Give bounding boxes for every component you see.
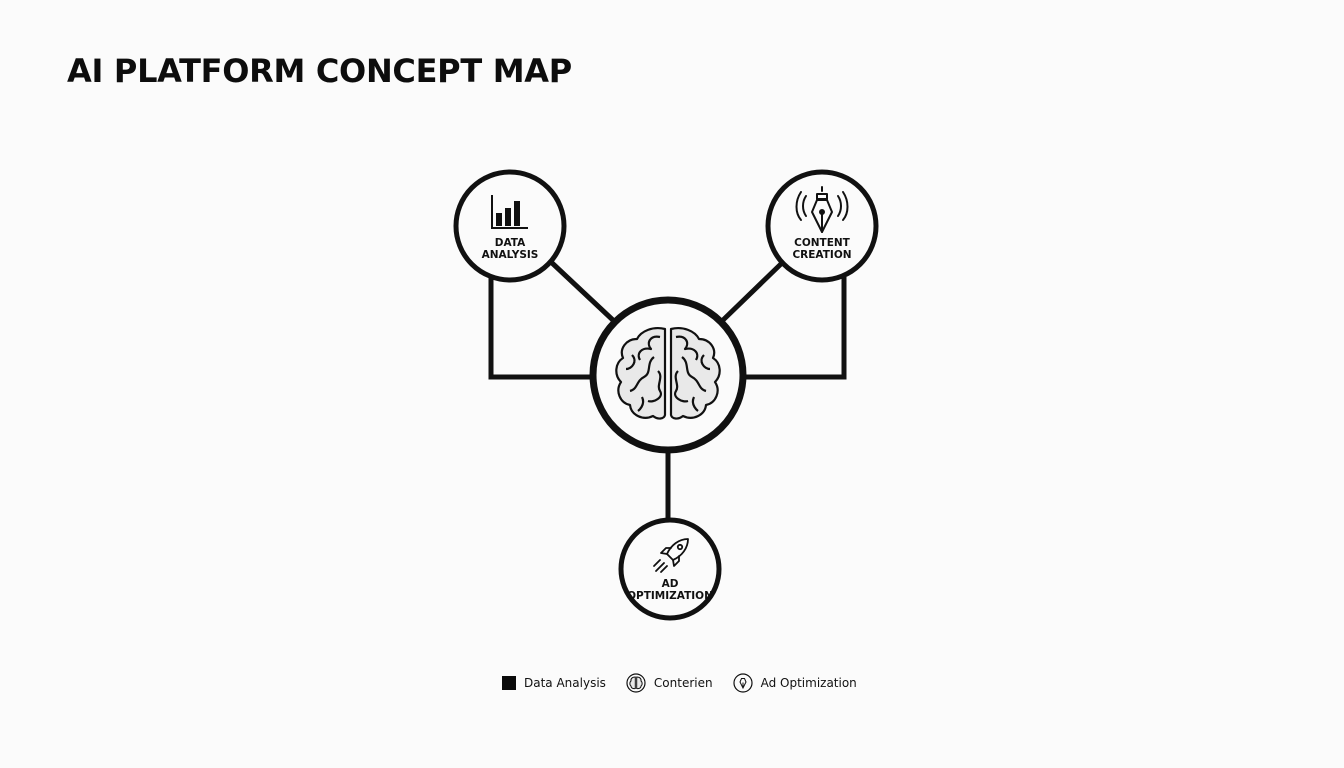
connector-data-analysis-diagonal <box>549 260 617 324</box>
pen-nib-icon <box>795 186 849 233</box>
node-ad-optimization-label-2: OPTIMIZATION <box>627 590 713 602</box>
legend-item-content: Conterien <box>626 673 713 693</box>
legend-label-data-analysis: Data Analysis <box>524 676 606 690</box>
legend-label-content: Conterien <box>653 676 713 690</box>
legend-label-ad-optimization: Ad Optimization <box>760 676 857 690</box>
legend-item-data-analysis: Data Analysis <box>502 676 606 690</box>
bar-chart-icon <box>491 195 528 229</box>
pen-nib-icon <box>732 673 753 693</box>
node-ad-optimization[interactable]: AD OPTIMIZATION <box>618 517 722 621</box>
connector-content-creation-elbow <box>744 277 847 380</box>
connectors <box>488 260 847 522</box>
brain-icon <box>626 673 646 693</box>
center-node[interactable] <box>589 296 747 454</box>
brain-icon <box>615 327 721 420</box>
node-data-analysis[interactable]: DATA ANALYSIS <box>453 169 567 283</box>
node-ad-optimization-label-1: AD <box>662 578 679 590</box>
node-data-analysis-label-1: DATA <box>495 237 526 249</box>
node-content-creation-label-1: CONTENT <box>794 237 851 249</box>
rocket-icon <box>653 538 689 573</box>
node-content-creation[interactable]: CONTENT CREATION <box>765 169 879 283</box>
connector-data-analysis-elbow <box>488 277 592 380</box>
square-swatch-icon <box>502 676 516 690</box>
node-data-analysis-label-2: ANALYSIS <box>482 249 539 261</box>
legend-item-ad-optimization: Ad Optimization <box>732 673 857 693</box>
legend: Data Analysis Conterien Ad Optimization <box>502 673 857 693</box>
node-content-creation-label-2: CREATION <box>792 249 851 261</box>
connector-content-creation-diagonal <box>719 260 785 324</box>
page-title: AI PLATFORM CONCEPT MAP <box>67 52 572 90</box>
